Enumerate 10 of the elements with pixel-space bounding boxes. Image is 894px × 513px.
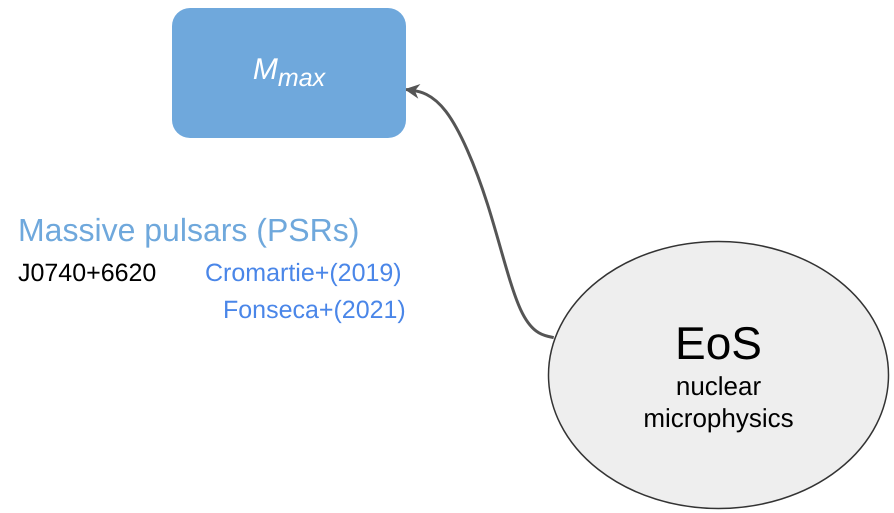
- node-title: EoS: [674, 316, 763, 370]
- node-title: M$_{max}$: [252, 53, 326, 93]
- node-description: nuclear microphysics: [642, 370, 795, 434]
- pulsar-name: J0740+6620: [18, 259, 156, 288]
- heading-text: Massive pulsars (PSRs): [18, 212, 360, 249]
- ellipse-node: [547, 240, 890, 510]
- curved-arrow: [404, 84, 554, 340]
- rounded-box: [172, 8, 406, 138]
- reference-text: Fonseca+(2021): [223, 296, 406, 325]
- reference-text: Cromartie+(2019): [205, 259, 402, 288]
